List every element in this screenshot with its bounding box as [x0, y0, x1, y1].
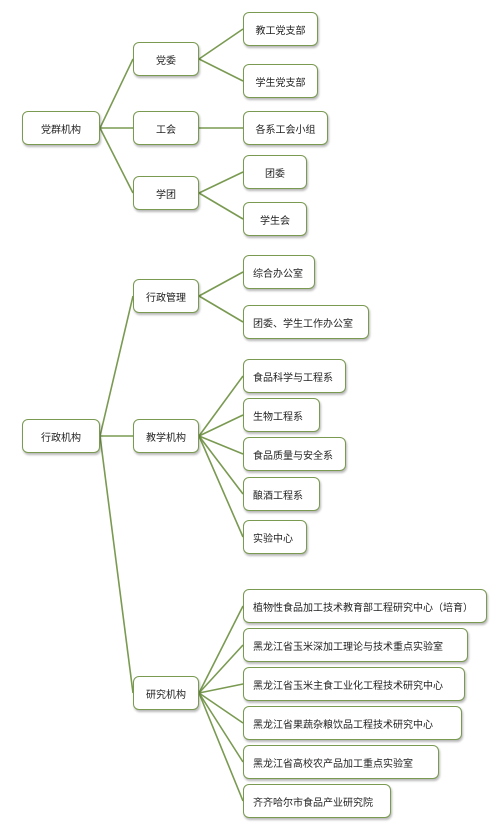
party-group-party-committee[interactable]: 党委 [133, 42, 199, 76]
party-item-union-groups[interactable]: 各系工会小组 [243, 111, 328, 145]
connector-admin-group-teaching-to-teaching-item-food-science [198, 375, 244, 437]
party-group-union[interactable]: 工会 [133, 111, 199, 145]
connector-party-group-party-committee-to-party-item-student-branch [198, 58, 244, 82]
connector-admin-group-research-to-research-item-plant-food-center [198, 605, 244, 694]
connector-admin-group-research-to-research-item-fruit-beverage-center [198, 692, 244, 724]
party-group-student-league[interactable]: 学团 [133, 176, 199, 210]
connector-admin-group-research-to-research-item-university-agro-lab [198, 692, 244, 763]
connector-admin-group-research-to-research-item-corn-staple-center [198, 683, 244, 694]
research-item-fruit-beverage-center[interactable]: 黑龙江省果蔬杂粮饮品工程技术研究中心 [243, 706, 462, 740]
teaching-item-lab-center[interactable]: 实验中心 [243, 520, 307, 554]
connector-root-admin-to-admin-group-research [99, 435, 134, 694]
connector-admin-group-management-to-mgmt-item-student-affairs-office [198, 295, 244, 323]
research-item-corn-deep-processing-lab[interactable]: 黑龙江省玉米深加工理论与技术重点实验室 [243, 628, 468, 662]
party-item-staff-branch[interactable]: 教工党支部 [243, 12, 318, 46]
research-item-qiqihar-institute[interactable]: 齐齐哈尔市食品产业研究院 [243, 784, 391, 818]
teaching-item-food-quality-safety[interactable]: 食品质量与安全系 [243, 437, 346, 471]
connector-root-party-to-party-group-student-league [99, 127, 134, 194]
mgmt-item-general-office[interactable]: 综合办公室 [243, 255, 315, 289]
connector-admin-group-research-to-research-item-qiqihar-institute [198, 692, 244, 802]
root-admin[interactable]: 行政机构 [22, 419, 100, 453]
research-item-university-agro-lab[interactable]: 黑龙江省高校农产品加工重点实验室 [243, 745, 439, 779]
mgmt-item-student-affairs-office[interactable]: 团委、学生工作办公室 [243, 305, 369, 339]
admin-group-research[interactable]: 研究机构 [133, 676, 199, 710]
root-party[interactable]: 党群机构 [22, 111, 100, 145]
teaching-item-brewing[interactable]: 酿酒工程系 [243, 477, 320, 511]
party-item-youth-league[interactable]: 团委 [243, 155, 307, 189]
connector-root-party-to-party-group-party-committee [99, 58, 134, 129]
connector-party-group-party-committee-to-party-item-staff-branch [198, 28, 244, 60]
research-item-corn-staple-center[interactable]: 黑龙江省玉米主食工业化工程技术研究中心 [243, 667, 465, 701]
connector-admin-group-teaching-to-teaching-item-lab-center [198, 435, 244, 538]
admin-group-teaching[interactable]: 教学机构 [133, 419, 199, 453]
teaching-item-food-science[interactable]: 食品科学与工程系 [243, 359, 346, 393]
connector-admin-group-management-to-mgmt-item-general-office [198, 271, 244, 297]
teaching-item-bioengineering[interactable]: 生物工程系 [243, 398, 320, 432]
party-item-student-union[interactable]: 学生会 [243, 202, 307, 236]
connector-admin-group-research-to-research-item-corn-deep-processing-lab [198, 644, 244, 694]
connector-party-group-student-league-to-party-item-student-union [198, 192, 244, 220]
party-item-student-branch[interactable]: 学生党支部 [243, 64, 318, 98]
admin-group-management[interactable]: 行政管理 [133, 279, 199, 313]
connector-party-group-student-league-to-party-item-youth-league [198, 171, 244, 194]
connector-admin-group-teaching-to-teaching-item-brewing [198, 435, 244, 495]
connector-root-admin-to-admin-group-management [99, 295, 134, 437]
research-item-plant-food-center[interactable]: 植物性食品加工技术教育部工程研究中心（培育） [243, 589, 487, 623]
connector-admin-group-teaching-to-teaching-item-bioengineering [198, 414, 244, 437]
connector-admin-group-teaching-to-teaching-item-food-quality-safety [198, 435, 244, 455]
